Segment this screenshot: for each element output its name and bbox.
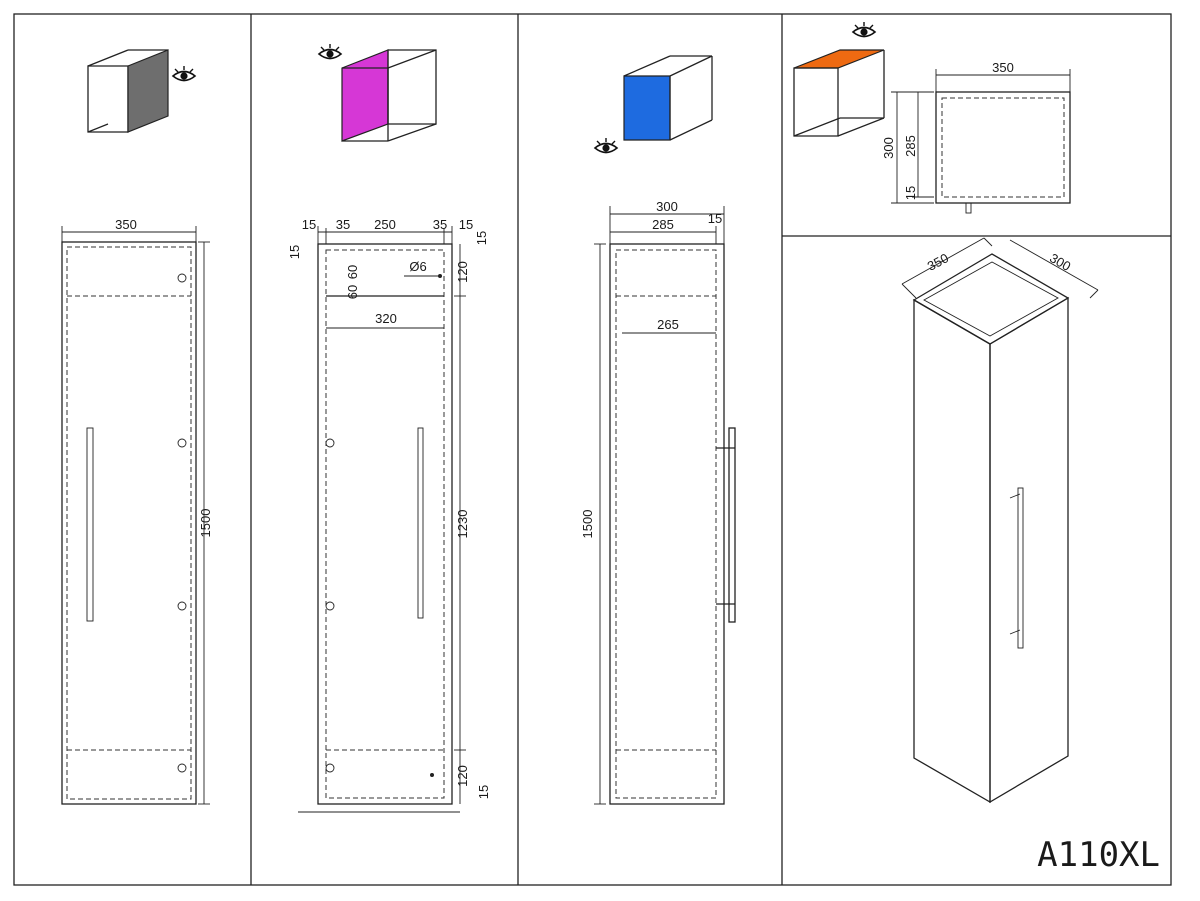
dim-side-height: 1500: [580, 510, 595, 539]
side-view: 300 285 15 265 1500: [580, 199, 736, 805]
highlighted-inner-face: [341, 49, 389, 142]
dim-front-width: 350: [115, 217, 137, 232]
dim-top-depth: 300: [881, 137, 896, 159]
eye-icon: [593, 138, 619, 154]
eye-icon: [171, 66, 197, 82]
view-cube-side: [87, 49, 169, 133]
dim-top-4: 15: [459, 217, 473, 232]
dim-hole-spacing-1: 60: [345, 265, 360, 279]
dim-side-depth: 300: [656, 199, 678, 214]
dim-inner-width: 320: [375, 311, 397, 326]
model-code: A110XL: [1037, 835, 1160, 875]
view-cube-back: [623, 55, 713, 141]
dim-top-inner-depth: 285: [903, 135, 918, 157]
view-cube-top: [793, 49, 885, 137]
eye-icon: [317, 44, 343, 60]
dim-top-width: 350: [992, 60, 1014, 75]
dim-top-back-gap: 15: [903, 186, 918, 200]
dim-side-inner-depth: 285: [652, 217, 674, 232]
dim-front-height: 1500: [198, 509, 213, 538]
dim-side-back-gap: 15: [708, 211, 722, 226]
isometric-view: 350 300: [901, 237, 1099, 804]
highlighted-back-face: [623, 75, 671, 141]
dim-top-right-offset: 15: [474, 231, 489, 245]
dim-top-3: 35: [433, 217, 447, 232]
dim-shelf-depth: 265: [657, 317, 679, 332]
dim-hole-spacing-2: 60: [345, 285, 360, 299]
dim-iso-depth: 300: [1047, 250, 1073, 274]
dim-top-offset: 15: [287, 245, 302, 259]
dim-top-2: 250: [374, 217, 396, 232]
highlighted-side-face: [127, 49, 169, 133]
dim-hole-diameter: Ø6: [409, 259, 426, 274]
dim-iso-width: 350: [925, 250, 951, 273]
sheet-border: [13, 13, 1172, 886]
view-cube-inner-side: [341, 49, 437, 142]
top-view: 350 300 285 15: [881, 60, 1071, 214]
dim-shelf-top: 120: [455, 261, 470, 283]
dim-inner-height: 1230: [455, 510, 470, 539]
eye-icon: [851, 22, 877, 38]
dim-bottom-offset: 15: [476, 785, 491, 799]
interior-view: 15 35 250 35 15 15 15 60 60 Ø6 320 120 1…: [287, 217, 491, 813]
highlighted-top-face: [793, 49, 885, 69]
dim-shelf-bottom: 120: [455, 765, 470, 787]
front-view: 350 1500: [61, 217, 213, 805]
dim-top-0: 15: [302, 217, 316, 232]
dim-top-1: 35: [336, 217, 350, 232]
